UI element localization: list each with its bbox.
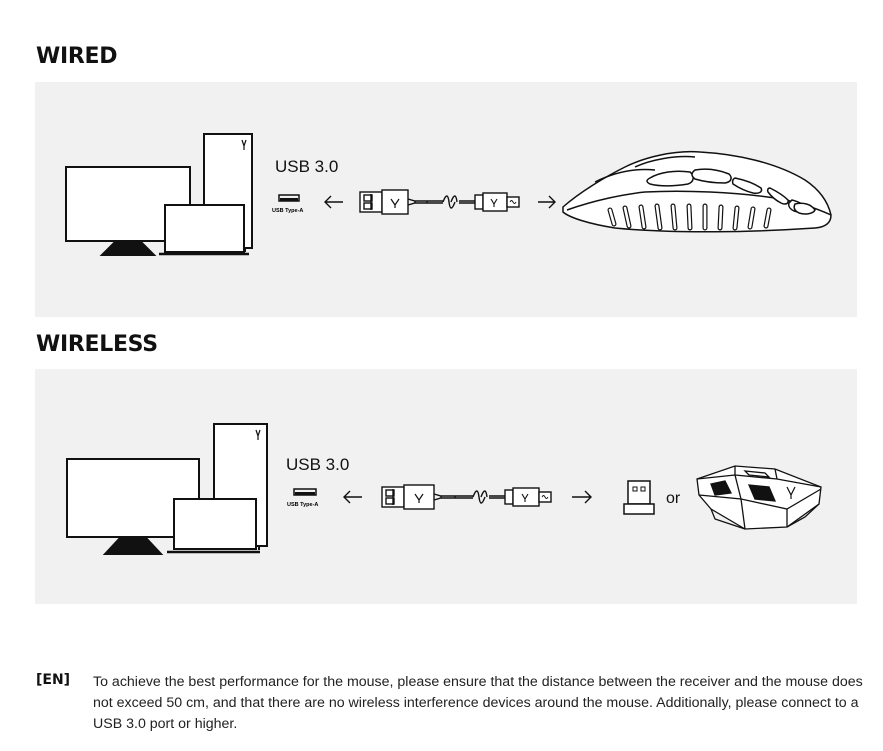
- wired-diagram: USB Type-A: [65, 133, 832, 256]
- laptop-icon: [167, 498, 260, 554]
- wired-diagram-panel: USB Type-A: [35, 82, 857, 317]
- usb-cable-icon: [359, 189, 520, 215]
- usb-port-icon: USB Type-A: [272, 194, 303, 214]
- laptop-icon: [159, 204, 249, 256]
- wireless-section-title: WIRELESS: [36, 332, 158, 357]
- arrow-left-icon: [324, 195, 343, 209]
- wireless-port-label: USB Type-A: [287, 502, 318, 508]
- wired-port-label: USB Type-A: [272, 208, 303, 214]
- usb-receiver-icon: [623, 480, 655, 515]
- or-label: or: [666, 490, 681, 507]
- wireless-diagram-panel: USB Type-A: [35, 369, 857, 604]
- wireless-diagram: USB Type-A: [66, 423, 822, 555]
- wired-usb-label: USB 3.0: [275, 157, 339, 176]
- wireless-usb-label: USB 3.0: [286, 455, 350, 474]
- usb-cable-icon: [381, 484, 552, 510]
- wired-section-title: WIRED: [36, 44, 118, 69]
- gaming-mouse-icon: [562, 150, 832, 233]
- charging-dock-icon: [696, 465, 822, 530]
- arrow-right-icon: [572, 490, 592, 504]
- arrow-left-icon: [343, 490, 362, 504]
- instruction-note: To achieve the best performance for the …: [93, 674, 863, 732]
- arrow-right-icon: [538, 195, 556, 209]
- usb-port-icon: USB Type-A: [287, 488, 318, 508]
- language-tag: [EN]: [36, 672, 71, 688]
